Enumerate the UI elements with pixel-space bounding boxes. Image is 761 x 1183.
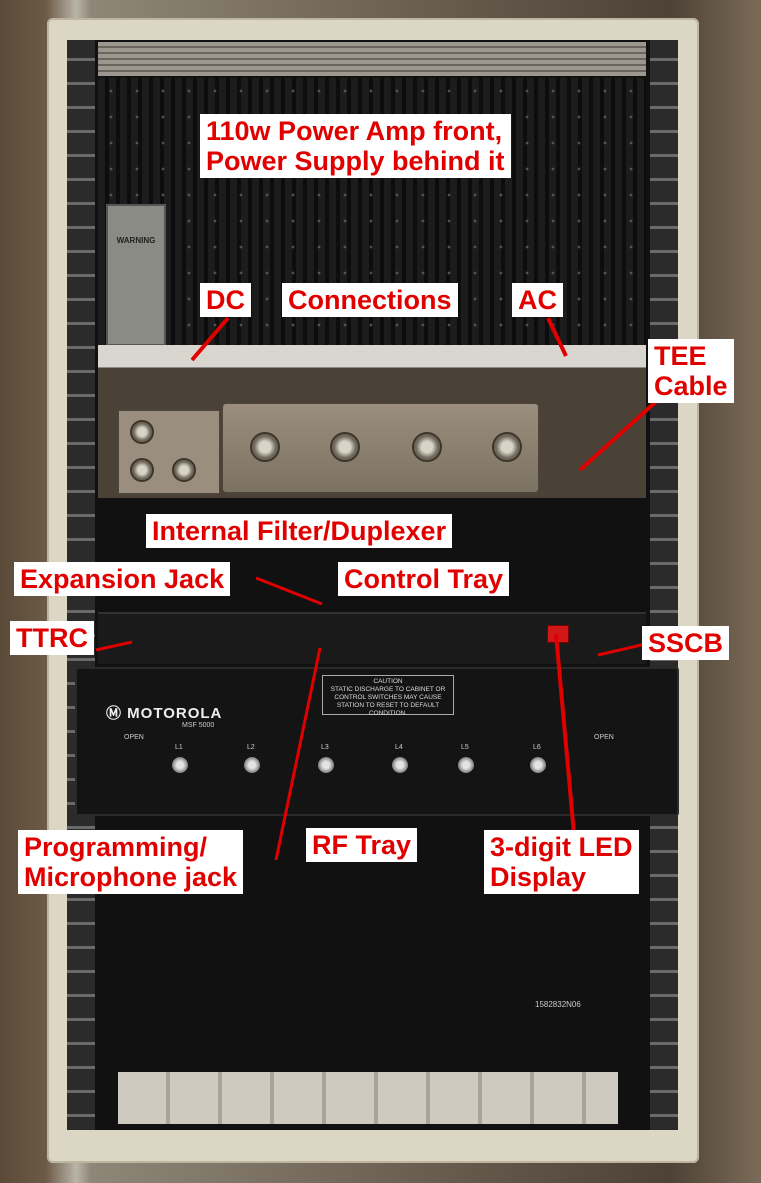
leader-tee: [578, 396, 662, 472]
label-prog-line1: Programming/: [24, 832, 208, 862]
connector-l1: [172, 757, 188, 773]
caution-text: STATIC DISCHARGE TO CABINET OR CONTROL S…: [330, 686, 446, 717]
leader-expansion: [255, 576, 323, 606]
label-power-amp-line2: Power Supply behind it: [206, 146, 505, 176]
rf-tray-panel: [75, 667, 679, 816]
filter-cavity-2: [330, 432, 360, 462]
label-led-line2: Display: [490, 862, 587, 892]
motorola-logo: Ⓜ MOTOROLA: [106, 705, 223, 722]
label-expansion-jack: Expansion Jack: [14, 562, 231, 596]
block-connector-1: [130, 420, 154, 444]
connector-l3: [318, 757, 334, 773]
label-led-line1: 3-digit LED: [490, 832, 633, 862]
label-power-amp: 110w Power Amp front, Power Supply behin…: [200, 114, 511, 178]
label-led-display: 3-digit LED Display: [484, 830, 639, 894]
leader-ac: [546, 317, 568, 357]
label-power-amp-line1: 110w Power Amp front,: [206, 116, 503, 146]
label-l6: L6: [533, 744, 541, 751]
top-vent: [98, 42, 646, 76]
serial-number: 1582832N06: [535, 1000, 581, 1009]
label-l5: L5: [461, 744, 469, 751]
block-connector-3: [172, 458, 196, 482]
connector-l2: [244, 757, 260, 773]
label-connections: Connections: [282, 283, 458, 317]
label-filter: Internal Filter/Duplexer: [146, 514, 453, 548]
label-tee-line1: TEE: [654, 341, 707, 371]
warning-text: WARNING: [116, 236, 156, 245]
filter-cavity-3: [412, 432, 442, 462]
label-l4: L4: [395, 744, 403, 751]
label-rf-tray: RF Tray: [306, 828, 418, 862]
label-sscb: SSCB: [642, 626, 730, 660]
caution-plate: CAUTION STATIC DISCHARGE TO CABINET OR C…: [322, 675, 454, 717]
label-ttrc: TTRC: [10, 621, 94, 655]
block-connector-2: [130, 458, 154, 482]
brand-name: MOTOROLA: [127, 705, 223, 722]
connector-l6: [530, 757, 546, 773]
connector-l4: [392, 757, 408, 773]
connector-l5: [458, 757, 474, 773]
caution-title: CAUTION: [373, 678, 403, 685]
filter-cavity-4: [492, 432, 522, 462]
model-number: MSF 5000: [182, 722, 215, 729]
leader-dc: [190, 316, 230, 362]
label-l2: L2: [247, 744, 255, 751]
open-right: OPEN: [594, 734, 614, 741]
label-programming: Programming/ Microphone jack: [18, 830, 244, 894]
right-rack-rail: [650, 40, 678, 1130]
warning-plate: WARNING: [106, 204, 166, 346]
label-prog-line2: Microphone jack: [24, 862, 238, 892]
leader-sscb: [597, 641, 651, 657]
label-ac: AC: [512, 283, 563, 317]
label-l3: L3: [321, 744, 329, 751]
label-l1: L1: [175, 744, 183, 751]
bottom-vent: [118, 1072, 618, 1124]
leader-led: [554, 633, 576, 835]
open-left: OPEN: [124, 734, 144, 741]
label-tee-cable: TEE Cable: [648, 339, 734, 403]
leader-programming: [274, 647, 322, 861]
label-tee-line2: Cable: [654, 371, 728, 401]
filter-cavity-1: [250, 432, 280, 462]
label-control-tray: Control Tray: [338, 562, 510, 596]
leader-ttrc: [95, 640, 133, 652]
label-dc: DC: [200, 283, 251, 317]
